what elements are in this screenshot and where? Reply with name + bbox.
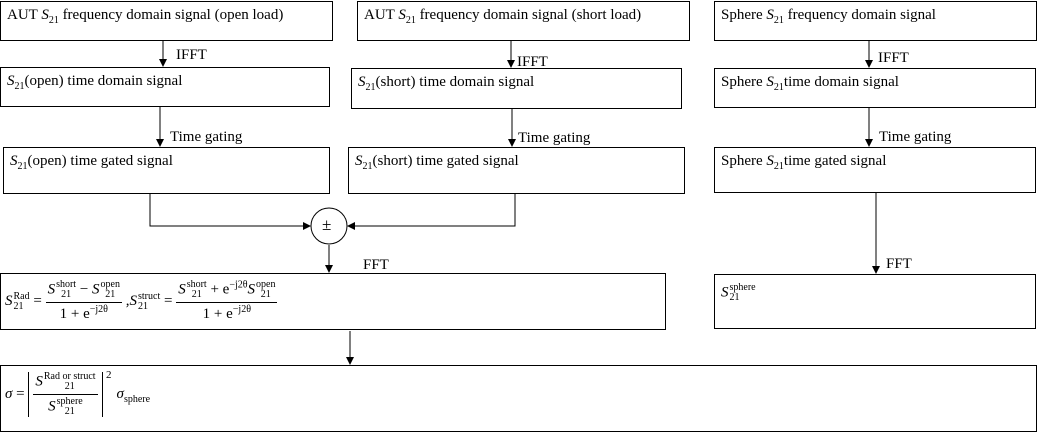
fft-label-mid: FFT [363, 257, 389, 273]
open-gated-box: S21(open) time gated signal [3, 147, 330, 194]
gating-label-right: Time gating [879, 129, 952, 145]
ifft-label-left: IFFT [176, 47, 207, 63]
combiner-symbol: ± [322, 215, 332, 234]
arrow-short-to-combiner [347, 194, 516, 230]
aut-short-frequency-box: AUT S21 frequency domain signal (short l… [357, 1, 690, 41]
arrow-open-to-combiner [149, 194, 311, 230]
short-gated-box: S21(short) time gated signal [348, 147, 685, 194]
aut-open-frequency-box: AUT S21 frequency domain signal (open lo… [0, 1, 333, 41]
fft-label-right: FFT [886, 256, 912, 272]
short-time-domain-box: S21(short) time domain signal [351, 68, 682, 109]
combiner-circle [310, 207, 348, 245]
gating-label-left: Time gating [170, 129, 243, 145]
ifft-label-right: IFFT [878, 50, 909, 66]
sphere-frequency-box: Sphere S21 frequency domain signal [714, 1, 1037, 41]
sphere-gated-box: Sphere S21time gated signal [714, 147, 1036, 193]
sphere-time-domain-box: Sphere S21time domain signal [714, 68, 1036, 108]
open-time-domain-box: S21(open) time domain signal [0, 67, 330, 107]
ifft-label-mid: IFFT [517, 54, 548, 70]
gating-label-mid: Time gating [518, 130, 591, 146]
